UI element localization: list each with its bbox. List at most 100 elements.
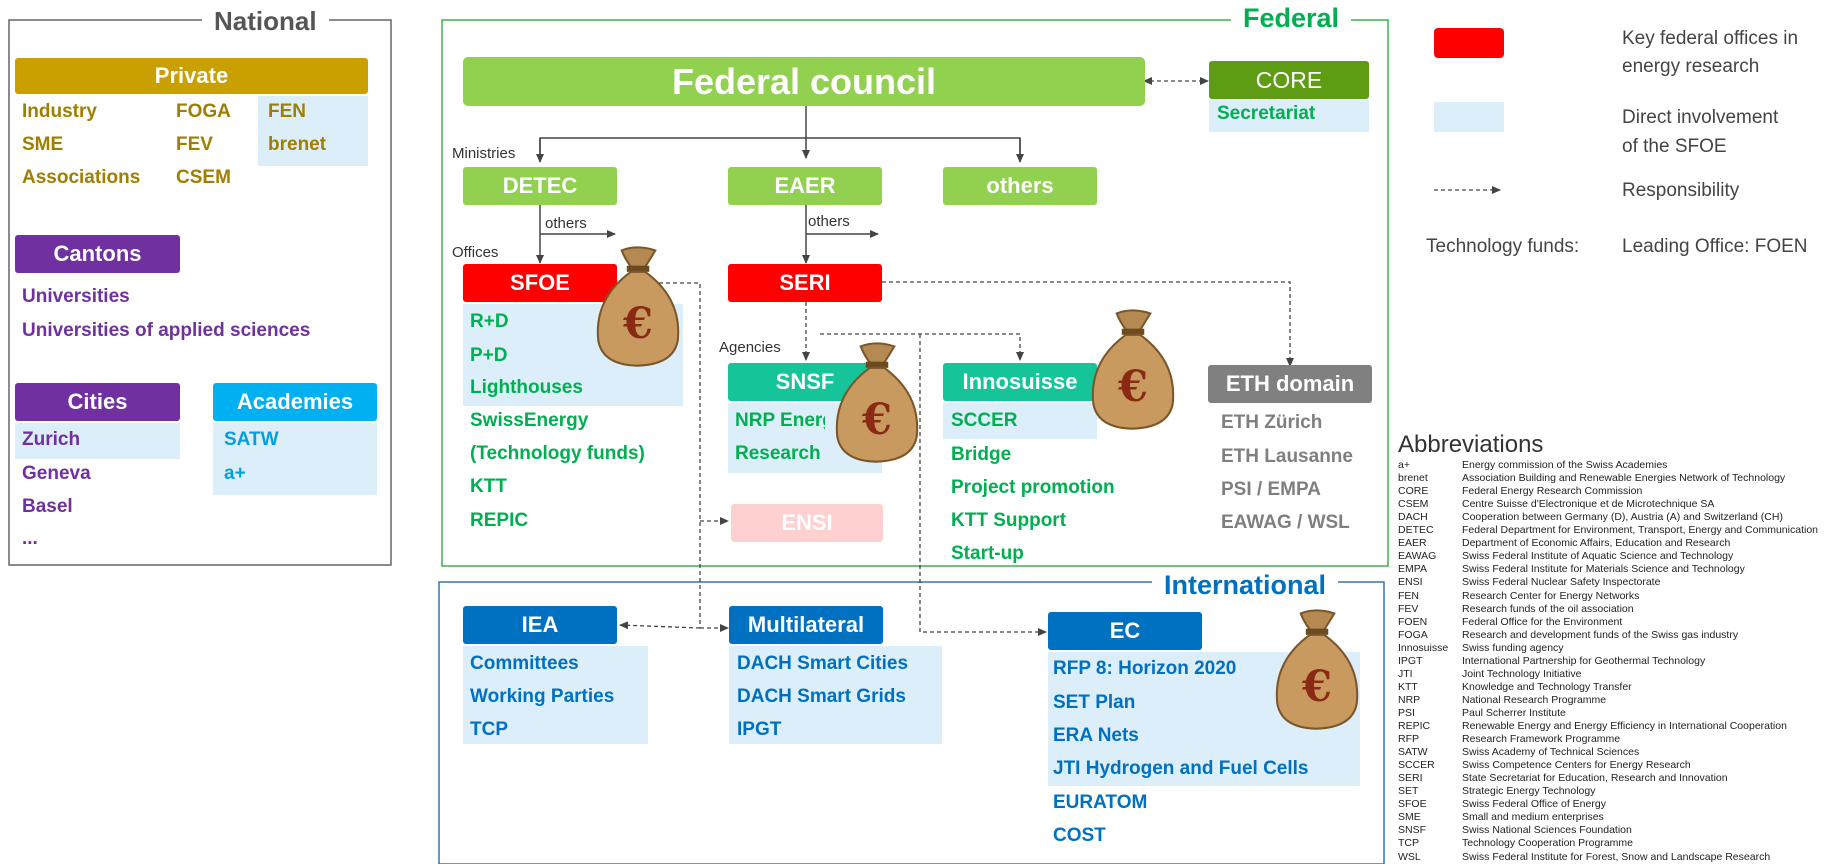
legend-funds-value: Leading Office: FOEN xyxy=(1622,236,1808,257)
cantons-item: Universities xyxy=(22,286,130,307)
abbreviation-key: JTI xyxy=(1398,667,1413,680)
cities-item: Zurich xyxy=(22,429,81,450)
multilateral-header: Multilateral xyxy=(729,606,883,644)
abbreviation-definition: Research and development funds of the Sw… xyxy=(1462,628,1739,641)
money-bag-icon: € xyxy=(596,246,680,367)
abbreviation-definition: Research Framework Programme xyxy=(1462,733,1621,746)
others-eaer-label: others xyxy=(808,213,850,230)
sfoe-item: Lighthouses xyxy=(470,377,583,398)
abbreviation-key: ENSI xyxy=(1398,576,1423,589)
abbreviations-title: Abbreviations xyxy=(1398,431,1544,458)
abbreviation-key: brenet xyxy=(1398,472,1428,485)
abbreviation-key: EAER xyxy=(1398,537,1427,550)
ensi-box: ENSI xyxy=(731,504,883,542)
innosuisse-item: KTT Support xyxy=(951,510,1067,531)
private-header: Private xyxy=(15,58,368,94)
academies-header: Academies xyxy=(213,383,377,421)
detec-box: DETEC xyxy=(463,167,617,205)
abbreviation-definition: Association Building and Renewable Energ… xyxy=(1462,472,1786,485)
abbreviation-key: a+ xyxy=(1398,459,1410,471)
abbreviation-definition: Federal Office for the Environment xyxy=(1462,615,1623,628)
abbreviation-definition: Swiss National Sciences Foundation xyxy=(1462,824,1632,837)
abbreviation-key: SATW xyxy=(1398,746,1428,759)
abbreviation-key: FEN xyxy=(1398,589,1419,602)
abbreviation-definition: Swiss Federal Institute for Materials Sc… xyxy=(1462,563,1745,576)
abbreviation-key: DETEC xyxy=(1398,524,1434,537)
abbreviation-definition: Swiss Competence Centers for Energy Rese… xyxy=(1462,759,1691,772)
legend-key-offices-line1: Key federal offices in xyxy=(1622,28,1799,49)
abbreviation-definition: Cooperation between Germany (D), Austria… xyxy=(1462,511,1783,524)
abbreviation-definition: International Partnership for Geothermal… xyxy=(1462,654,1706,667)
abbreviation-key: CSEM xyxy=(1398,498,1429,511)
legend-funds-label: Technology funds: xyxy=(1426,236,1580,257)
cantons-item: Universities of applied sciences xyxy=(22,320,311,341)
legend-responsibility: Responsibility xyxy=(1622,180,1740,201)
abbreviation-definition: Strategic Energy Technology xyxy=(1462,785,1596,798)
abbreviation-definition: Knowledge and Technology Transfer xyxy=(1462,680,1632,693)
abbreviation-definition: Centre Suisse d'Electronique et de Micro… xyxy=(1462,498,1715,511)
abbreviation-definition: Research funds of the oil association xyxy=(1462,602,1634,615)
ec-item: SET Plan xyxy=(1053,692,1136,713)
abbreviation-key: EMPA xyxy=(1398,563,1427,576)
abbreviation-definition: Paul Scherrer Institute xyxy=(1462,706,1566,719)
others-detec-label: others xyxy=(545,215,587,232)
private-item: Industry xyxy=(22,101,97,122)
abbreviation-definition: Swiss funding agency xyxy=(1462,641,1564,654)
abbreviation-key: Innosuisse xyxy=(1398,641,1449,654)
academies-item: SATW xyxy=(224,429,279,450)
iea-item: Working Parties xyxy=(470,686,615,707)
cities-item: Geneva xyxy=(22,463,91,484)
eth-header: ETH domain xyxy=(1208,365,1372,403)
abbreviation-key: KTT xyxy=(1398,680,1418,693)
abbreviation-definition: National Research Programme xyxy=(1462,693,1607,706)
innosuisse-item: SCCER xyxy=(951,410,1018,431)
academies-item: a+ xyxy=(224,463,246,484)
svg-text:€: € xyxy=(861,395,892,445)
legend-key-offices-line2: energy research xyxy=(1622,56,1760,77)
ec-item: EURATOM xyxy=(1053,792,1148,813)
abbreviation-key: TCP xyxy=(1398,837,1419,850)
academies-highlight xyxy=(213,423,377,495)
abbreviation-key: IPGT xyxy=(1398,654,1423,667)
innosuisse-highlight xyxy=(943,403,1097,439)
sfoe-item: R+D xyxy=(470,311,509,332)
abbreviation-key: WSL xyxy=(1398,850,1421,863)
eaer-box: EAER xyxy=(728,167,882,205)
abbreviation-definition: Small and medium enterprises xyxy=(1462,811,1604,824)
sfoe-item: (Technology funds) xyxy=(470,443,645,464)
abbreviation-definition: Technology Cooperation Programme xyxy=(1462,837,1634,850)
national-title: National xyxy=(202,8,329,34)
abbreviation-definition: Swiss Federal Institute of Aquatic Scien… xyxy=(1462,550,1734,563)
core-header: CORE xyxy=(1209,61,1369,99)
iea-header: IEA xyxy=(463,606,617,644)
iea-item: Committees xyxy=(470,653,579,674)
federal-title: Federal xyxy=(1231,5,1352,32)
abbreviation-key: NRP xyxy=(1398,693,1421,706)
abbreviation-key: DACH xyxy=(1398,511,1428,524)
legend-direct-line2: of the SFOE xyxy=(1622,136,1727,157)
abbreviation-key: SET xyxy=(1398,785,1419,798)
sfoe-item: KTT xyxy=(470,476,507,497)
money-bag-icon: € xyxy=(1091,309,1175,430)
abbreviation-key: CORE xyxy=(1398,485,1429,498)
ec-item: COST xyxy=(1053,825,1106,846)
innosuisse-item: Bridge xyxy=(951,444,1012,465)
private-sfoe-highlight xyxy=(258,96,368,166)
iea-item: TCP xyxy=(470,719,508,740)
private-item: Associations xyxy=(22,167,141,188)
abbreviation-key: SME xyxy=(1398,811,1421,824)
cities-item: Basel xyxy=(22,496,73,517)
private-item: brenet xyxy=(268,134,327,155)
cities-highlight xyxy=(15,423,180,459)
money-bag-icon: € xyxy=(1275,609,1359,730)
ec-header: EC xyxy=(1048,612,1202,650)
abbreviation-key: SERI xyxy=(1398,772,1423,785)
private-item: FEN xyxy=(268,101,306,122)
legend-lightblue-swatch xyxy=(1434,102,1504,132)
money-bag-icon: € xyxy=(835,342,919,463)
private-item: CSEM xyxy=(176,167,231,188)
multilateral-item: DACH Smart Grids xyxy=(737,686,906,707)
legend-red-swatch xyxy=(1434,28,1504,58)
svg-text:€: € xyxy=(622,299,653,349)
